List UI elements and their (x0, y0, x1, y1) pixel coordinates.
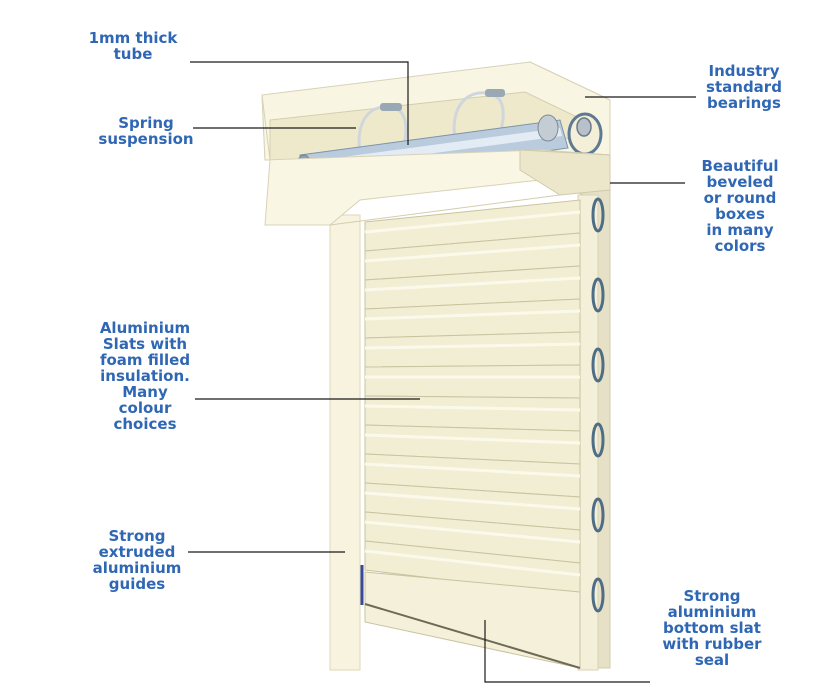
slat-highlight (364, 549, 581, 577)
label-line: boxes (715, 205, 765, 223)
label-line: Industry (708, 62, 780, 80)
guide-end-cap (591, 277, 605, 313)
label-line: bearings (707, 94, 781, 112)
guide-end-caps (591, 197, 605, 613)
label-line: seal (694, 651, 730, 669)
slat-highlight (364, 243, 581, 263)
label-line: tube (113, 45, 153, 63)
label-line: guides (108, 575, 166, 593)
label-line: bottom slat (663, 619, 761, 637)
label-line: beveled (706, 173, 774, 191)
label-line: Many (122, 383, 168, 401)
label-line: Slats with (102, 335, 188, 353)
guide-end-cap (591, 197, 605, 233)
spring-clip-right (485, 89, 505, 97)
label-line: or round (703, 189, 777, 207)
label-line: with rubber (662, 635, 762, 653)
bearing-core (576, 117, 592, 137)
label-line: aluminium (92, 559, 182, 577)
label-line: colors (714, 237, 766, 255)
guide-end-cap (591, 422, 605, 458)
label-line: 1mm thick (88, 29, 178, 47)
label-line: Beautiful (701, 157, 779, 175)
slat-highlight (364, 433, 581, 445)
bearing-left-cap (537, 114, 559, 142)
label-line: extruded (98, 543, 176, 561)
slat (364, 364, 581, 399)
slat-stack (364, 199, 581, 597)
label-line: Aluminium (99, 319, 191, 337)
label-line: in many (706, 221, 774, 239)
slat (364, 331, 581, 368)
slat-highlight (364, 276, 581, 292)
guide-end-cap (591, 577, 605, 613)
slat-highlight (364, 491, 581, 511)
label-line: foam filled (99, 351, 191, 369)
leader-tube (190, 61, 409, 145)
label-line: aluminium (667, 603, 757, 621)
slat-highlight (364, 520, 581, 544)
label-line: Strong (108, 527, 166, 545)
slat-highlight (364, 462, 581, 478)
slat-highlight (364, 309, 581, 321)
label-line: insulation. (100, 367, 190, 385)
box-bottom-edge (329, 194, 561, 226)
label-line: choices (113, 415, 177, 433)
slat-highlight (364, 404, 581, 412)
slat-highlight (364, 210, 581, 234)
label-line: standard (706, 78, 782, 96)
guide-end-cap (591, 497, 605, 533)
guide-end-cap (591, 347, 605, 383)
left-guide-rail (329, 214, 361, 671)
slat-highlight (364, 342, 581, 350)
label-line: suspension (98, 130, 194, 148)
leader-lines (188, 61, 696, 683)
spring-clip-left (380, 103, 402, 111)
label-line: colour (118, 399, 172, 417)
label-line: Spring (118, 114, 174, 132)
leader-bottom-slat (484, 620, 650, 683)
box-bevel-face (519, 149, 611, 196)
bottom-slat-rubber-seal (364, 603, 581, 669)
label-line: Strong (683, 587, 741, 605)
